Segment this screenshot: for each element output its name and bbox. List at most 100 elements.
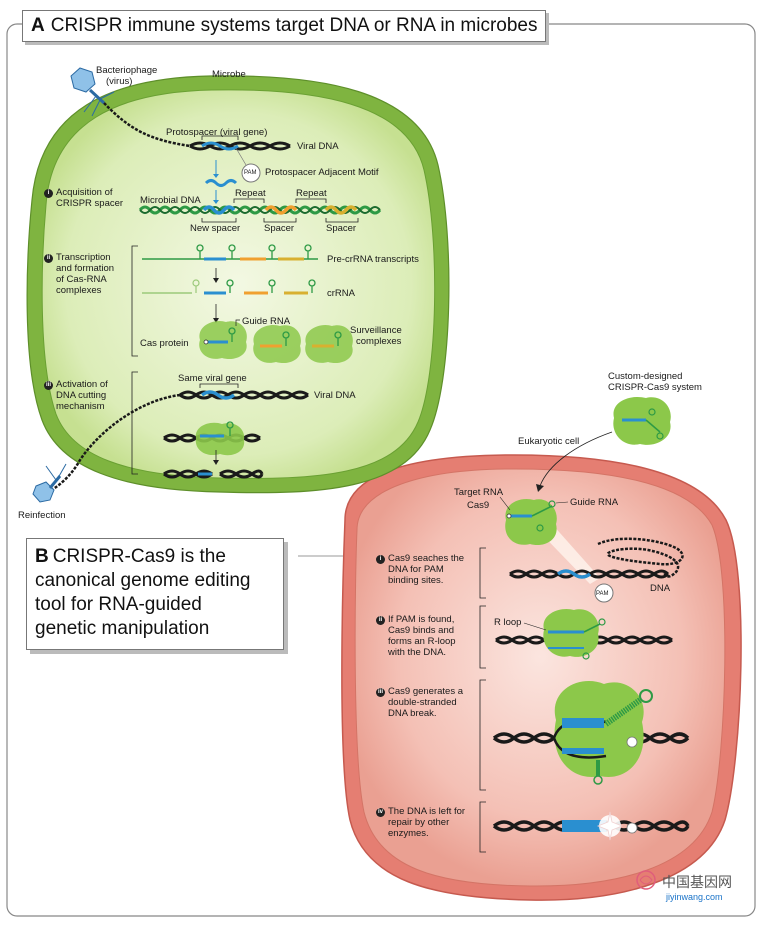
b-step-3-number: iii bbox=[376, 688, 385, 697]
surveillance-label-2: complexes bbox=[356, 336, 402, 347]
genomic-dna bbox=[509, 537, 684, 603]
panel-b-title-line-1: CRISPR-Cas9 is the bbox=[52, 546, 226, 567]
eukaryotic-cell bbox=[341, 454, 742, 901]
cas-complex-3 bbox=[305, 324, 353, 364]
b-step-1-line-3: binding sites. bbox=[388, 575, 444, 586]
cas-complex-1 bbox=[199, 320, 247, 360]
target-rna-label: Target RNA bbox=[454, 487, 504, 498]
custom-cas9-system bbox=[613, 396, 671, 445]
cas9-searching-complex bbox=[505, 498, 600, 584]
spacer-fragment bbox=[204, 179, 238, 187]
a-step-3-line-1: Activation of bbox=[56, 379, 108, 390]
reinfection-label: Reinfection bbox=[18, 510, 66, 521]
r-loop-label: R loop bbox=[494, 617, 522, 628]
cas-complex-2 bbox=[253, 324, 301, 364]
b-step-4-line-3: enzymes. bbox=[388, 828, 429, 839]
b-step-1-line-1: Cas9 seaches the bbox=[388, 553, 465, 564]
bacteriophage-sub-label: (virus) bbox=[106, 76, 133, 87]
a-step-2-line-1: Transcription bbox=[56, 252, 111, 263]
pam-label-b: PAM bbox=[596, 591, 609, 597]
crrna-label: crRNA bbox=[327, 288, 355, 299]
panel-b-title-line-3: tool for RNA-guided bbox=[35, 594, 202, 615]
panel-a-letter: A bbox=[31, 15, 45, 36]
microbe-label: Microbe bbox=[212, 69, 246, 80]
a-step-3-line-3: mechanism bbox=[56, 401, 105, 412]
dna-repair bbox=[492, 811, 690, 841]
b-step-3-line-2: double-stranded bbox=[388, 697, 457, 708]
a-step-2-line-2: and formation bbox=[56, 263, 115, 274]
watermark: 中国基因网 jiyinwang.com bbox=[648, 872, 732, 902]
b-step-iii-bracket bbox=[479, 679, 486, 791]
cas-protein-label: Cas protein bbox=[140, 338, 189, 349]
step-ii-bracket bbox=[131, 245, 138, 357]
pre-crrna-label: Pre-crRNA transcripts bbox=[327, 254, 419, 265]
panel-b-letter: B bbox=[35, 546, 49, 567]
panel-b-title-line-2: canonical genome editing bbox=[35, 570, 251, 591]
a-step-3-line-2: DNA cutting bbox=[56, 390, 107, 401]
panel-a-title-text: CRISPR immune systems target DNA or RNA … bbox=[50, 15, 538, 36]
reinfection-phage-icon bbox=[32, 463, 67, 503]
b-step-ii-bracket bbox=[479, 605, 486, 669]
bacteriophage-label: Bacteriophage bbox=[96, 65, 158, 76]
delivery-arrow bbox=[539, 431, 613, 487]
cas9-dsb-complex bbox=[492, 681, 690, 785]
a-step-1-line-2: CRISPR spacer bbox=[56, 198, 124, 209]
b-step-2-line-1: If PAM is found, bbox=[388, 614, 455, 625]
dna-label-b: DNA bbox=[650, 583, 671, 594]
b-step-1-number: i bbox=[376, 555, 385, 564]
watermark-url: jiyinwang.com bbox=[666, 892, 723, 902]
microbial-dna bbox=[138, 205, 382, 215]
a-step-1-line-1: Acquisition of bbox=[56, 187, 113, 198]
a-step-2-number: ii bbox=[44, 254, 53, 263]
viral-dna-strand bbox=[103, 102, 191, 148]
microbe-cell bbox=[26, 75, 450, 494]
b-step-2-number: ii bbox=[376, 616, 385, 625]
microbial-dna-label: Microbial DNA bbox=[140, 195, 201, 206]
a-step-2-line-4: complexes bbox=[56, 285, 102, 296]
spacer-label-1: Spacer bbox=[264, 223, 295, 234]
guide-rna-label-b: Guide RNA bbox=[570, 497, 619, 508]
pam-marker bbox=[241, 163, 261, 183]
surveillance-label-1: Surveillance bbox=[350, 325, 402, 336]
watermark-cn: 中国基因网 bbox=[662, 874, 732, 890]
a-step-3-number: iii bbox=[44, 381, 53, 390]
b-step-iv-bracket bbox=[479, 801, 486, 853]
new-spacer-label: New spacer bbox=[190, 223, 241, 234]
a-step-1-number: i bbox=[44, 189, 53, 198]
step-iii-bracket bbox=[131, 371, 138, 475]
bacteriophage-icon bbox=[70, 67, 115, 117]
pam-full-label: Protospacer Adjacent Motif bbox=[265, 167, 379, 178]
watermark-logo bbox=[636, 870, 656, 890]
repeat-label-1: Repeat bbox=[235, 188, 266, 199]
custom-system-label-1: Custom-designed bbox=[608, 371, 683, 382]
pam-label: PAM bbox=[244, 170, 257, 176]
b-step-1-line-2: DNA for PAM bbox=[388, 564, 444, 575]
r-loop-complex bbox=[495, 608, 673, 660]
b-step-2-line-2: Cas9 binds and bbox=[388, 625, 455, 636]
custom-system-label-2: CRISPR-Cas9 system bbox=[608, 382, 702, 393]
repeat-brackets bbox=[201, 135, 359, 223]
panel-b-title-line-4: genetic manipulation bbox=[35, 618, 210, 639]
protospacer-label: Protospacer (viral gene) bbox=[166, 127, 268, 138]
repeat-label-2: Repeat bbox=[296, 188, 327, 199]
b-step-4-number: iv bbox=[376, 808, 385, 817]
crrna-fragments bbox=[142, 279, 316, 295]
b-step-3-line-1: Cas9 generates a bbox=[388, 686, 463, 697]
b-step-2-line-4: with the DNA. bbox=[388, 647, 447, 658]
b-step-4-line-1: The DNA is left for bbox=[388, 806, 466, 817]
viral-dna-label: Viral DNA bbox=[297, 141, 339, 152]
viral-dna-helix bbox=[189, 141, 291, 151]
guide-rna-label-a: Guide RNA bbox=[242, 316, 291, 327]
a-step-2-line-3: of Cas-RNA bbox=[56, 274, 107, 285]
eukaryotic-cell-label: Eukaryotic cell bbox=[518, 436, 580, 447]
cas9-label: Cas9 bbox=[467, 500, 490, 511]
